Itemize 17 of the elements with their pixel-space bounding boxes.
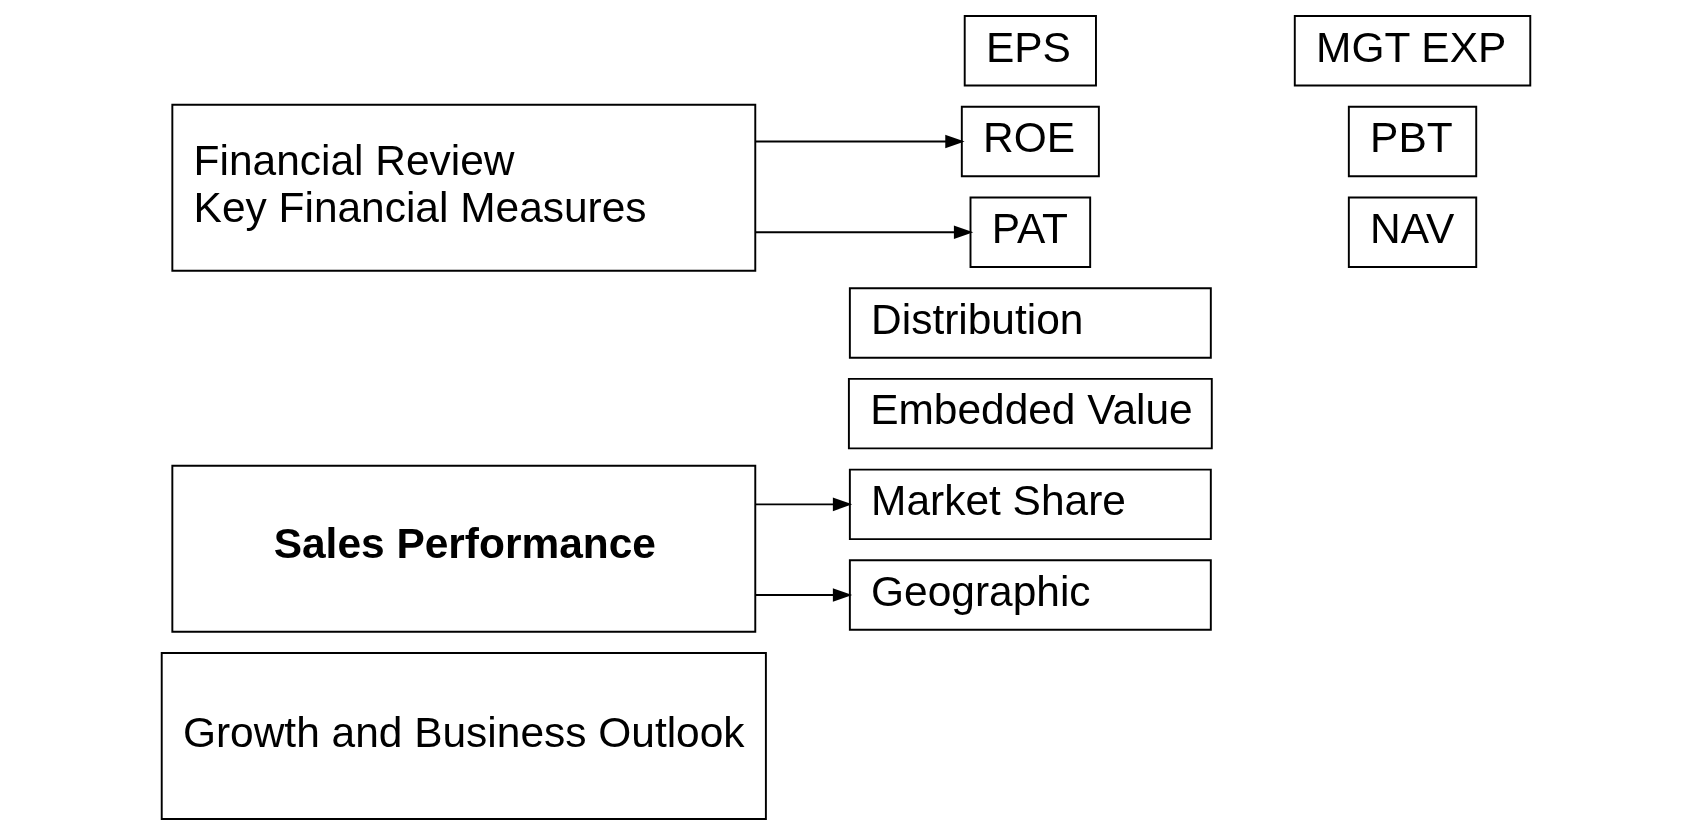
node-box: Financial Review Key Financial Measures xyxy=(171,103,757,272)
node-box: MGT EXP xyxy=(1293,15,1532,87)
arrow xyxy=(754,134,965,149)
arrow xyxy=(754,225,974,239)
node-box: Growth and Business Outlook xyxy=(160,652,767,820)
node-box: Geographic xyxy=(848,559,1212,631)
node-box: ROE xyxy=(960,105,1100,178)
arrow xyxy=(754,497,853,512)
arrow xyxy=(754,588,853,602)
node-box: Market Share xyxy=(848,468,1212,541)
node-box: Sales Performance xyxy=(171,464,757,633)
node-box: EPS xyxy=(963,15,1097,87)
node-box: NAV xyxy=(1347,196,1478,268)
node-box: Embedded Value xyxy=(847,377,1213,450)
node-box: Distribution xyxy=(848,287,1212,359)
node-box: PBT xyxy=(1347,105,1478,178)
node-box: PAT xyxy=(969,196,1092,268)
